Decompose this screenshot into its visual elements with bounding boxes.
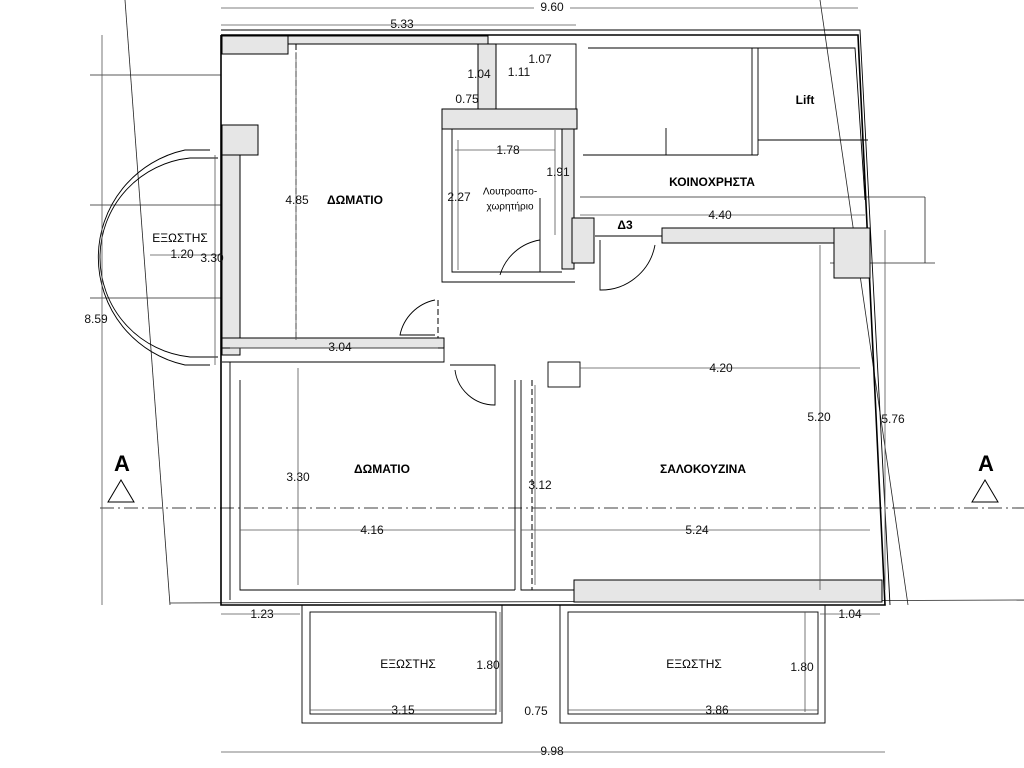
dim-shaft-a: 1.04 — [467, 67, 491, 81]
dim-bottom-left-offset: 1.23 — [250, 607, 274, 621]
dim-bedroom-top-width: 3.04 — [328, 340, 352, 354]
dim-balcony-br-width: 3.86 — [705, 703, 729, 717]
dim-living-top-width: 4.20 — [709, 361, 733, 375]
dim-balcony-left-length: 3.30 — [200, 251, 224, 265]
dim-balcony-br-depth: 1.80 — [790, 660, 814, 674]
room-label-bathroom-2: χωρητήριο — [486, 201, 533, 213]
dim-bedroom-bottom-width: 4.16 — [360, 523, 384, 537]
dim-shaft-b: 1.11 — [508, 65, 531, 79]
dim-shaft-c: 0.75 — [455, 92, 479, 106]
section-mark-right: A — [978, 451, 994, 476]
balconies — [97, 149, 826, 724]
room-label-d3: Δ3 — [617, 218, 633, 232]
room-label-balcony-bottom-right: ΕΞΩΣΤΗΣ — [666, 657, 722, 671]
section-arrow-right-icon — [971, 479, 999, 503]
room-label-bedroom-bottom: ΔΩΜΑΤΙΟ — [354, 462, 410, 476]
dim-bottom-total: 9.98 — [540, 744, 564, 758]
dim-balcony-gap: 0.75 — [524, 704, 548, 718]
label-bg — [534, 1, 570, 15]
room-label-balcony-bottom-left: ΕΞΩΣΤΗΣ — [380, 657, 436, 671]
dim-common-width: 4.40 — [708, 208, 732, 222]
dim-balcony-bl-width: 3.15 — [391, 703, 415, 717]
dim-shaft-width: 1.07 — [528, 52, 552, 66]
dim-bottom-right-offset: 1.04 — [838, 607, 862, 621]
room-label-living-kitchen: ΣΑΛΟΚΟΥΖΙΝΑ — [660, 462, 746, 476]
room-label-common-area: ΚΟΙΝΟΧΡΗΣΤΑ — [669, 175, 755, 189]
room-label-lift: Lift — [796, 93, 815, 107]
dim-living-width: 5.24 — [685, 523, 709, 537]
dim-bath-width: 1.78 — [496, 143, 520, 157]
property-line — [819, 0, 909, 606]
dim-living-height: 5.20 — [807, 410, 831, 424]
dim-bath-height: 2.27 — [447, 190, 471, 204]
dim-bath-side: 1.91 — [546, 165, 570, 179]
room-label-bedroom-top: ΔΩΜΑΤΙΟ — [327, 193, 383, 207]
dim-left-total: 8.59 — [84, 312, 108, 326]
room-label-balcony-left: ΕΞΩΣΤΗΣ — [152, 231, 208, 245]
interior-walls — [222, 43, 868, 600]
dim-living-left-height: 3.12 — [528, 478, 552, 492]
property-line — [124, 0, 171, 606]
dim-bedroom-bottom-height: 3.30 — [286, 470, 310, 484]
section-mark-left: A — [114, 451, 130, 476]
dimension-labels: 9.60 5.33 1.07 1.04 1.11 0.75 1.78 1.91 … — [84, 0, 905, 758]
room-label-bathroom-1: Λουτροαπο- — [483, 187, 537, 198]
dim-bedroom-top-height: 4.85 — [285, 193, 309, 207]
section-arrow-left-icon — [107, 479, 135, 503]
dim-balcony-bl-depth: 1.80 — [476, 658, 500, 672]
dim-right-total: 5.76 — [881, 412, 905, 426]
outer-walls — [220, 29, 891, 606]
dim-balcony-left-depth: 1.20 — [170, 247, 194, 261]
dim-top-bedroom: 5.33 — [390, 17, 414, 31]
dim-top-total: 9.60 — [540, 0, 564, 14]
